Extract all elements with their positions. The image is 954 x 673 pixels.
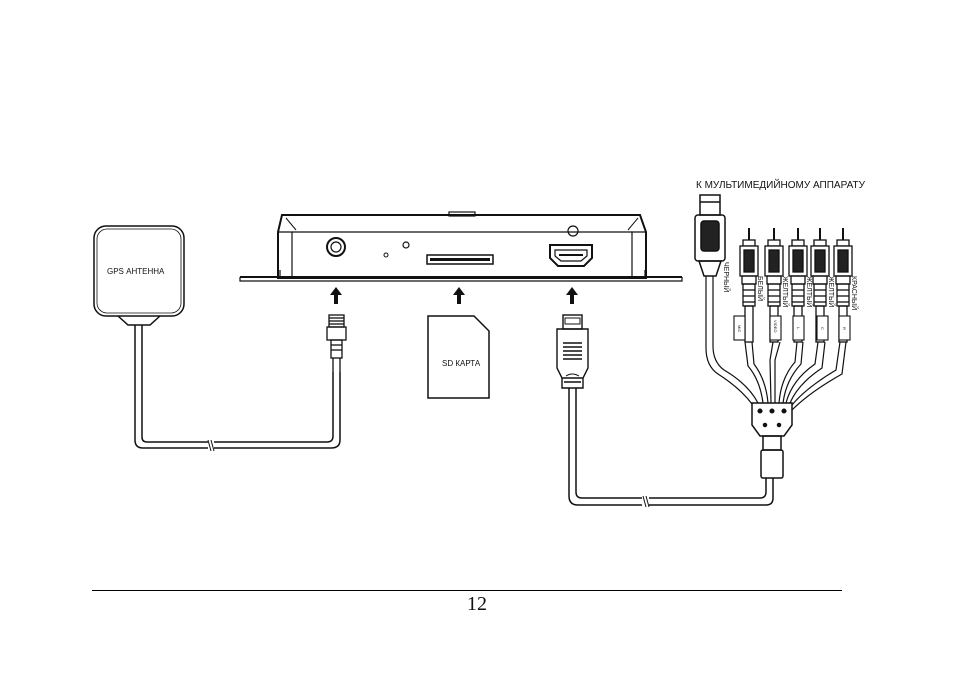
label-red: КРАСНЫЙ: [850, 276, 859, 310]
tag-video: VIDEO: [773, 320, 778, 332]
label-yellow-1: ЖЕЛТЫЙ: [781, 276, 790, 307]
arrow-hdmi: [566, 287, 578, 304]
tag-mic: MIC: [737, 325, 742, 332]
label-yellow-2: ЖЕЛТЫЙ: [805, 276, 814, 307]
sd-slot: [427, 255, 493, 264]
hdmi-connector: [557, 315, 773, 507]
gps-antenna: [94, 226, 340, 451]
gps-port: [327, 238, 345, 256]
arrow-sd: [453, 287, 465, 304]
reset-hole: [403, 242, 409, 248]
label-yellow-3: ЖЕЛТЫЙ: [827, 276, 836, 307]
hdmi-port: [550, 245, 592, 266]
page-number: 12: [0, 593, 954, 616]
device-box: [240, 212, 682, 281]
tag-c: C: [820, 327, 825, 330]
splitter-hub: [752, 403, 792, 478]
tag-r: R: [842, 327, 847, 330]
footer-rule: [92, 590, 842, 591]
sd-card: [428, 316, 489, 398]
screw-hole: [568, 226, 578, 236]
cable-tags: [734, 316, 850, 340]
label-white: БЕЛЫЙ: [756, 276, 765, 301]
arrow-gps: [330, 287, 342, 304]
sma-connector: [327, 315, 346, 372]
sd-card-label: SD КАРТА: [442, 359, 481, 368]
label-black: ЧЕРНЫЙ: [722, 262, 731, 292]
gps-antenna-label: GPS АНТЕННА: [107, 267, 165, 276]
multimedia-label: К МУЛЬТИМЕДИЙНОМУ АППАРАТУ: [696, 178, 866, 191]
mic-plug: [695, 195, 725, 276]
led-indicator: [384, 253, 388, 257]
